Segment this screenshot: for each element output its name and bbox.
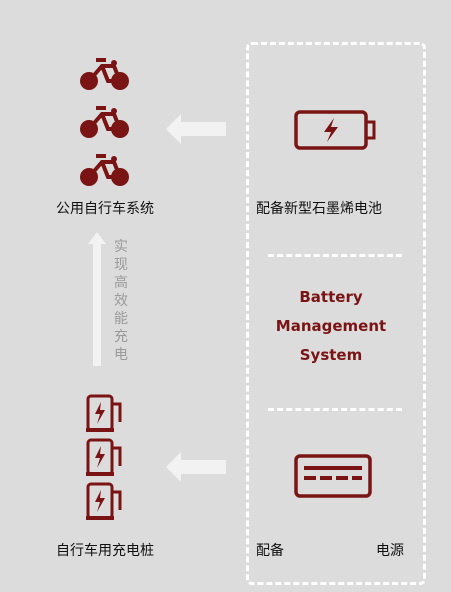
charging-station-icons-group — [86, 394, 122, 520]
vertical-char: 现 — [114, 257, 128, 273]
vertical-char: 效 — [114, 293, 128, 309]
vertical-char: 能 — [114, 311, 128, 327]
arrow-left-icon — [166, 114, 226, 144]
divider-top — [268, 254, 402, 257]
bicycle-icons-group — [80, 58, 129, 186]
vertical-char: 实 — [114, 239, 128, 255]
charging-station-icon — [86, 482, 122, 520]
charging-station-icon — [86, 438, 122, 476]
arrow-up-icon — [88, 232, 106, 366]
bms-line: Battery — [299, 288, 363, 306]
vertical-caption: 实 现 高 效 能 充 电 — [113, 238, 129, 364]
vertical-char: 高 — [114, 275, 128, 291]
bicycle-icon — [80, 58, 129, 90]
right-panel-border — [246, 42, 426, 585]
divider-bottom — [268, 408, 402, 411]
power-label-start: 配备 — [256, 543, 284, 559]
bike-system-label: 公用自行车系统 — [56, 201, 154, 217]
battery-label: 配备新型石墨烯电池 — [256, 201, 382, 217]
vertical-char: 电 — [114, 347, 128, 363]
arrow-left-icon — [166, 452, 226, 482]
battery-icon — [294, 110, 376, 150]
card-icon — [294, 454, 372, 498]
bms-line: Management — [275, 317, 387, 335]
power-label-end: 电源 — [376, 543, 404, 559]
charging-station-icon — [86, 394, 122, 432]
charging-station-label: 自行车用充电桩 — [56, 543, 154, 559]
bms-line: System — [299, 346, 363, 364]
bms-title: Battery Management System — [262, 283, 400, 370]
bicycle-icon — [80, 106, 129, 138]
bicycle-icon — [80, 154, 129, 186]
vertical-char: 充 — [114, 329, 128, 345]
